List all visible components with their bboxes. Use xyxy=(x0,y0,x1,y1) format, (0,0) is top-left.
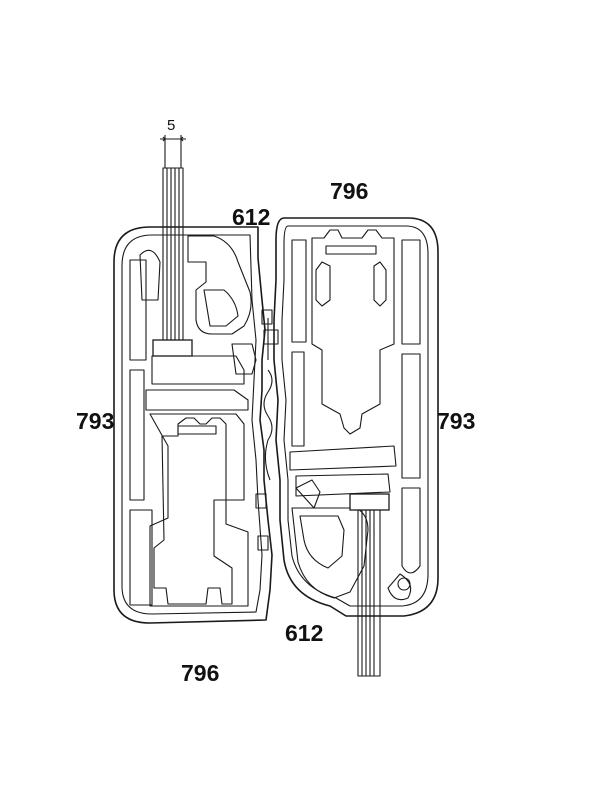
upper-gap-label: 612 xyxy=(232,204,271,230)
bottom-width-label: 796 xyxy=(181,660,220,686)
lower-gap-label: 612 xyxy=(285,620,324,646)
glass-thickness-label: 5 xyxy=(167,117,176,134)
left-profile xyxy=(113,226,273,624)
coupling-gasket xyxy=(263,318,279,481)
right-profile xyxy=(273,217,439,617)
lower-glass-pane xyxy=(349,493,390,677)
glass-thickness-dimension xyxy=(160,135,186,168)
right-height-label: 793 xyxy=(437,408,476,434)
upper-glass-pane xyxy=(152,167,193,357)
left-height-label: 793 xyxy=(76,408,115,434)
top-width-label: 796 xyxy=(330,178,369,204)
